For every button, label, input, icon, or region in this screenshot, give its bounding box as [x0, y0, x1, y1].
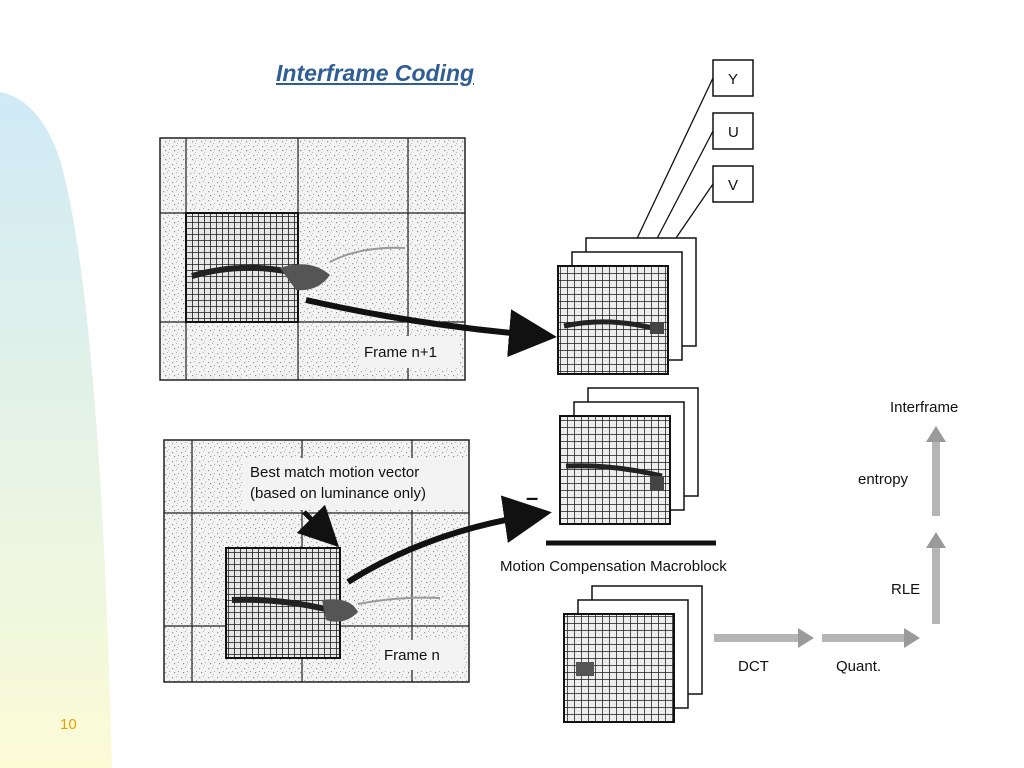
- channel-boxes: Y U V: [623, 59, 754, 267]
- page-number: 10: [60, 716, 77, 733]
- frame-bottom: Best match motion vector (based on lumin…: [163, 439, 470, 683]
- arrow-bottom-to-stack: [346, 495, 552, 585]
- channel-u-label: U: [728, 124, 739, 141]
- motion-vector-label-line2: (based on luminance only): [250, 485, 426, 502]
- minus-sign: –: [526, 485, 538, 510]
- quant-label: Quant.: [836, 658, 881, 675]
- channel-v-label: V: [728, 177, 738, 194]
- motion-vector-arrow: [296, 504, 340, 548]
- rle-label: RLE: [891, 581, 920, 598]
- channel-y-label: Y: [728, 71, 738, 88]
- macroblock-stack-current: [557, 237, 697, 375]
- frame-top: Frame n+1: [159, 137, 466, 381]
- slide-title: Interframe Coding: [276, 60, 475, 86]
- entropy-label: entropy: [858, 471, 909, 488]
- sidebar-decoration: [0, 92, 112, 768]
- macroblock-stack-residual: [563, 585, 703, 723]
- mc-label: Motion Compensation Macroblock: [500, 558, 727, 575]
- channel-v-box: [712, 165, 754, 203]
- frame-bottom-label: Frame n: [384, 647, 440, 664]
- interframe-label: Interframe: [890, 399, 958, 416]
- arrow-top-to-stack: [305, 297, 557, 358]
- dct-label: DCT: [738, 658, 769, 675]
- macroblock-stack-compensated: [559, 387, 699, 525]
- channel-y-box: [712, 59, 754, 97]
- processing-chain: [714, 426, 946, 648]
- motion-vector-label-line1: Best match motion vector: [250, 464, 419, 481]
- frame-top-label: Frame n+1: [364, 344, 437, 361]
